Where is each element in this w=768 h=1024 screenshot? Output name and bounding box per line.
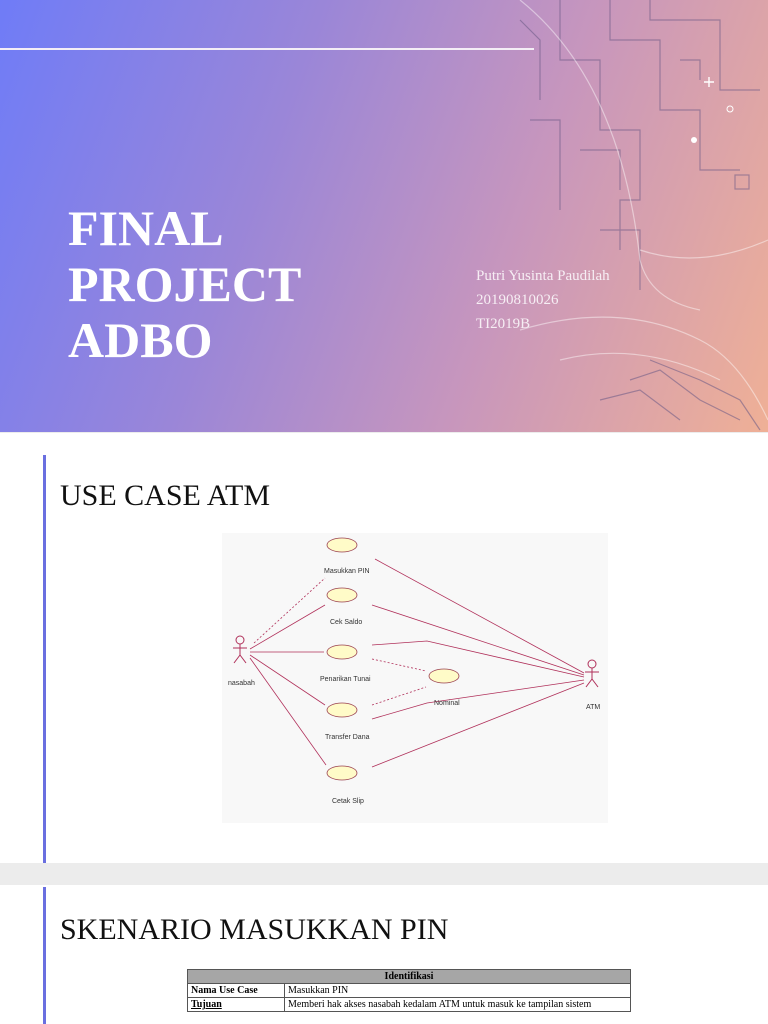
row-label: Tujuan — [187, 997, 285, 1012]
row-value: Masukkan PIN — [284, 983, 631, 998]
use-case-label-masukkan-pin: Masukkan PIN — [324, 568, 370, 575]
actor-atm-icon — [585, 659, 599, 688]
blueprint-decoration — [519, 0, 768, 431]
slide-title: SKENARIO MASUKKAN PIN — [60, 913, 449, 946]
table-header: Identifikasi — [187, 969, 631, 984]
use-case-masukkan-pin — [326, 537, 358, 553]
author-block: Putri Yusinta Paudilah 20190810026 TI201… — [476, 264, 610, 336]
row-label: Nama Use Case — [187, 983, 285, 998]
title-slide: FINAL PROJECT ADBO Putri Yusinta Paudila… — [0, 0, 768, 432]
use-case-label-cek-saldo: Cek Saldo — [330, 619, 362, 626]
use-case-cek-saldo — [326, 587, 358, 603]
accent-bar — [43, 455, 46, 863]
use-case-transfer-dana — [326, 702, 358, 718]
use-case-label-penarikan-tunai: Penarikan Tunai — [320, 676, 371, 683]
table-row: Tujuan Memberi hak akses nasabah kedalam… — [187, 997, 631, 1012]
table-header-row: Identifikasi — [187, 969, 631, 984]
include-lines — [253, 577, 427, 706]
author-name: Putri Yusinta Paudilah — [476, 268, 610, 284]
presentation-title: FINAL PROJECT ADBO — [68, 200, 301, 368]
use-case-cetak-slip — [326, 765, 358, 781]
slide-title: USE CASE ATM — [60, 479, 271, 512]
use-case-nominal — [428, 668, 460, 684]
use-case-slide: USE CASE ATM nasabah ATM — [0, 433, 768, 863]
accent-bar — [43, 887, 46, 1024]
row-value: Memberi hak akses nasabah kedalam ATM un… — [284, 997, 631, 1012]
title-line-1: FINAL — [68, 200, 224, 256]
title-line-2: PROJECT — [68, 256, 302, 312]
actor-nasabah-label: nasabah — [228, 680, 255, 687]
actor-atm-label: ATM — [586, 704, 600, 711]
author-class: TI2019B — [476, 316, 531, 332]
table-row: Nama Use Case Masukkan PIN — [187, 983, 631, 998]
use-case-diagram: nasabah ATM — [222, 533, 608, 823]
use-case-penarikan-tunai — [326, 644, 358, 660]
author-nim: 20190810026 — [476, 292, 559, 308]
use-case-label-nominal: Nominal — [434, 700, 460, 707]
top-divider-line — [0, 48, 534, 50]
association-lines — [249, 558, 585, 768]
scenario-table: Identifikasi Nama Use Case Masukkan PIN … — [187, 969, 631, 1012]
use-case-label-transfer-dana: Transfer Dana — [325, 734, 370, 741]
scenario-slide: SKENARIO MASUKKAN PIN Identifikasi Nama … — [0, 885, 768, 1024]
title-line-3: ADBO — [68, 312, 213, 368]
actor-nasabah-icon — [233, 635, 247, 664]
use-case-label-cetak-slip: Cetak Slip — [332, 798, 364, 805]
